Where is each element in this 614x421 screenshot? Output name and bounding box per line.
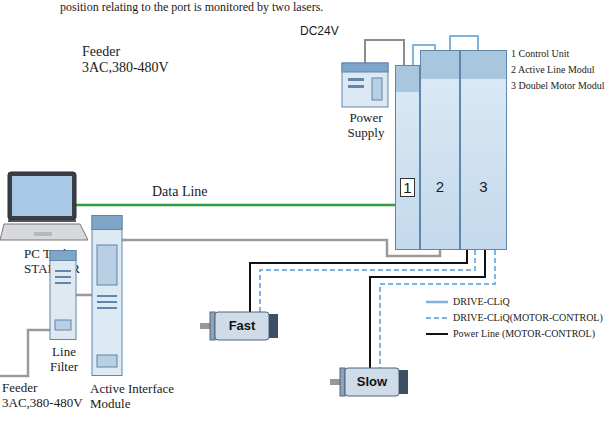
line-filter-vent [55, 270, 71, 272]
laptop-screen-frame [8, 172, 76, 220]
laptop-screen [12, 176, 72, 216]
connector [122, 240, 440, 256]
legend-text: Power Line (MOTOR-CONTROL) [453, 328, 595, 340]
connector [76, 294, 92, 297]
module-number: 3 [461, 178, 506, 195]
motor-shaft [330, 379, 340, 385]
module-key: 1 Control Unit [511, 48, 569, 60]
legend-row: DRIVE-CLiQ(MOTOR-CONTROL) [425, 310, 603, 326]
legend-sample [425, 313, 449, 323]
motor-body [215, 312, 269, 340]
legend-row: DRIVE-CLiQ [425, 294, 603, 310]
legend-sample [425, 297, 449, 307]
feeder-label: Feeder 3AC,380-480V [2, 381, 88, 411]
edge-label: DC24V [298, 25, 341, 39]
legend-sample-line [426, 301, 448, 304]
connector [76, 204, 395, 207]
line-filter-terminal [55, 320, 71, 330]
line-filter-icon [40, 250, 86, 342]
caption-fragment: position relating to the port is monitor… [60, 1, 323, 15]
interface-module-top [92, 216, 122, 230]
motor-label: Fast [215, 312, 269, 340]
power-supply-detail [348, 78, 364, 81]
double-motor-module: 3 [460, 50, 507, 250]
motor-end-cap [269, 314, 278, 338]
legend-sample-line [426, 333, 448, 335]
legend-text: DRIVE-CLiQ [453, 296, 510, 308]
motor-flange [340, 368, 345, 396]
active-line-module: 2 [420, 50, 460, 250]
line-filter-top [50, 251, 76, 261]
connector [250, 250, 467, 312]
line-filter: Line Filter [40, 250, 88, 375]
line-filter-vent [55, 276, 71, 278]
module-key: 2 Active Line Modul [511, 64, 595, 76]
laptop-hinge [8, 220, 76, 222]
connector [260, 250, 475, 312]
connector [370, 250, 485, 368]
interface-module-vent [97, 295, 117, 297]
legend-row: Power Line (MOTOR-CONTROL) [425, 326, 603, 342]
legend-sample-line [426, 317, 448, 319]
module-key: 3 Doubel Motor Modul [511, 80, 605, 92]
connector [380, 250, 495, 368]
legend: DRIVE-CLiQ DRIVE-CLiQ(MOTOR-CONTROL) Power… [425, 294, 603, 342]
power-supply-housing [342, 63, 388, 107]
power-supply: Power Supply [340, 62, 392, 141]
node-label: Active Interface Module [86, 382, 188, 412]
laptop-touchpad [34, 232, 52, 236]
power-supply-detail [372, 78, 382, 100]
motor-label: Slow [345, 368, 399, 396]
line-filter-housing [50, 251, 76, 340]
line-filter-vent [55, 282, 71, 284]
power-supply-top [342, 63, 388, 72]
active-interface-module: Active Interface Module [86, 215, 188, 412]
motor-body [345, 368, 399, 396]
interface-module-terminal [97, 355, 117, 367]
pc-tool-icon [0, 170, 88, 244]
legend-sample [425, 329, 449, 339]
interface-module-vent [97, 307, 117, 309]
legend-text: DRIVE-CLiQ(MOTOR-CONTROL) [453, 312, 603, 324]
interface-module-housing [92, 216, 122, 376]
module-number: 1 [400, 178, 415, 197]
control-unit-module: 1 [395, 65, 420, 250]
edge-label: Data Line [150, 184, 210, 200]
power-supply-icon [340, 62, 390, 108]
motor-fast: Fast [200, 309, 280, 343]
node-label: Power Supply [340, 111, 392, 141]
interface-module-panel [97, 245, 117, 285]
connector [365, 40, 404, 65]
connector [450, 36, 478, 50]
motor-flange [210, 312, 215, 340]
interface-module-vent [97, 301, 117, 303]
feeder-label: Feeder 3AC,380-480V [82, 44, 174, 76]
feeder-wire [0, 330, 50, 376]
motor-slow: Slow [330, 365, 410, 399]
node-label: Line Filter [40, 345, 88, 375]
laptop-base [0, 224, 88, 240]
power-supply-detail [348, 85, 364, 88]
module-number: 2 [421, 178, 459, 195]
motor-end-cap [399, 370, 408, 394]
motor-shaft [200, 323, 210, 329]
active-interface-module-icon [86, 215, 126, 379]
